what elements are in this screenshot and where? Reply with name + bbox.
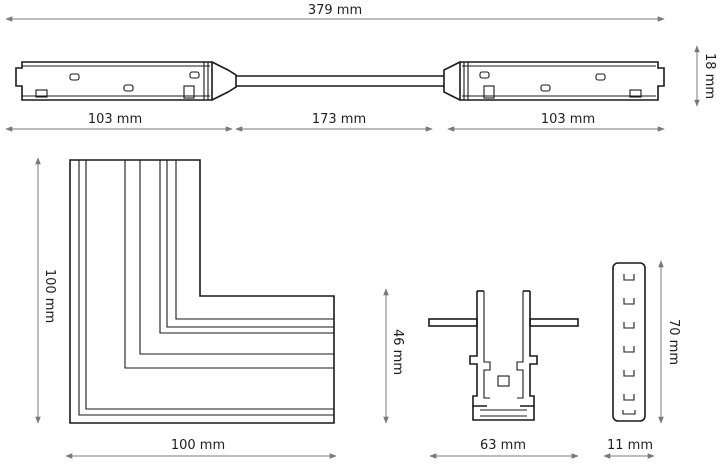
dimension-left-connector-label: 103 mm xyxy=(88,112,142,127)
dimension-corner-width: 100 mm xyxy=(65,438,337,459)
dimension-profile-width: 63 mm xyxy=(429,438,579,459)
dimension-profile-height: 46 mm xyxy=(383,288,405,424)
dimension-strip-width: 11 mm xyxy=(603,438,655,459)
track-profile xyxy=(428,290,579,421)
dimension-cable-label: 173 mm xyxy=(312,112,366,127)
dimension-profile-height-label: 46 mm xyxy=(390,329,405,375)
dimension-height-side: 18 mm xyxy=(694,45,717,107)
dimension-corner-height: 100 mm xyxy=(35,157,57,424)
dimension-right-connector-label: 103 mm xyxy=(541,112,595,127)
dimension-strip-height-label: 70 mm xyxy=(666,319,681,365)
dimension-corner-height-label: 100 mm xyxy=(42,269,57,323)
cable xyxy=(236,75,444,87)
corner-connector xyxy=(69,159,335,424)
dimension-height-side-label: 18 mm xyxy=(702,53,717,99)
dimension-profile-width-label: 63 mm xyxy=(480,438,526,453)
dimension-segments: 103 mm 173 mm 103 mm xyxy=(5,112,665,132)
dimension-strip-width-label: 11 mm xyxy=(607,438,653,453)
dimension-total-length: 379 mm xyxy=(5,3,665,22)
dimension-corner-width-label: 100 mm xyxy=(171,438,225,453)
dimension-strip-height: 70 mm xyxy=(658,260,681,424)
connector-strip xyxy=(612,262,646,422)
dimension-total-length-label: 379 mm xyxy=(308,3,362,18)
left-connector-housing xyxy=(15,61,237,101)
right-connector-housing xyxy=(443,61,665,101)
flexible-connector xyxy=(15,61,665,101)
